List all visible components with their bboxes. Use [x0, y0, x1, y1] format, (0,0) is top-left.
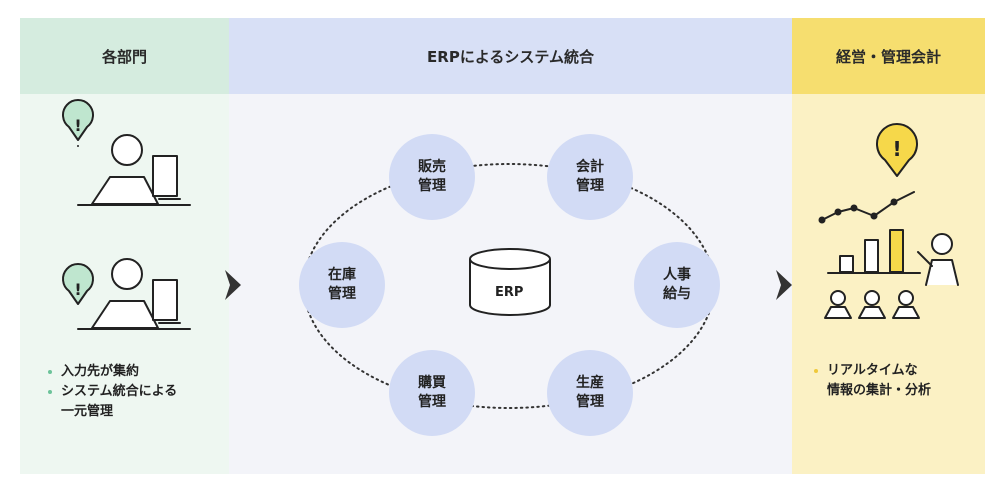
arrow-right-icon [225, 270, 241, 300]
departments-body: ! ! 入力先が集約 システム統合による 一元管理 [20, 94, 229, 474]
svg-text:!: ! [74, 280, 81, 299]
module-sales: 販売管理 [389, 134, 475, 220]
database-icon [469, 248, 551, 316]
departments-column: 各部門 ! [20, 18, 229, 474]
departments-title: 各部門 [20, 18, 229, 94]
management-column: 経営・管理会計 ! [792, 18, 985, 474]
alert-pin-icon [62, 263, 94, 305]
presentation-chart-icon [818, 191, 959, 286]
module-hr-payroll: 人事給与 [634, 242, 720, 328]
person-at-computer-icon [62, 258, 191, 330]
list-item: リアルタイムな [814, 361, 931, 381]
alert-pin-icon [62, 99, 94, 147]
erp-column: ERPによるシステム統合 ERP 販売管理 会計管理 人事給与 生産管理 購買管… [229, 18, 792, 474]
module-accounting: 会計管理 [547, 134, 633, 220]
person-at-computer-icon [62, 99, 191, 206]
departments-benefits: 入力先が集約 システム統合による 一元管理 [48, 362, 177, 422]
module-inventory: 在庫管理 [299, 242, 385, 328]
module-purchasing: 購買管理 [389, 350, 475, 436]
erp-body: ERP 販売管理 会計管理 人事給与 生産管理 購買管理 在庫管理 [229, 94, 792, 474]
management-analysis-illustration: ! [818, 123, 959, 319]
list-item-continuation: 情報の集計・分析 [827, 383, 932, 398]
management-title: 経営・管理会計 [792, 18, 985, 94]
management-benefits: リアルタイムな 情報の集計・分析 [814, 361, 931, 401]
module-production: 生産管理 [547, 350, 633, 436]
svg-text:!: ! [892, 137, 901, 161]
list-item: 入力先が集約 [48, 362, 177, 382]
alert-pin-icon [876, 123, 918, 177]
list-item: システム統合による [48, 382, 177, 402]
management-body: ! [792, 94, 985, 474]
erp-title: ERPによるシステム統合 [229, 18, 792, 94]
erp-center-label: ERP [495, 285, 524, 300]
list-item-continuation: 一元管理 [61, 404, 114, 419]
audience-icon [824, 290, 920, 319]
svg-text:!: ! [74, 116, 81, 135]
department-workers-illustration: ! ! [62, 99, 191, 330]
arrow-right-icon [776, 270, 792, 300]
